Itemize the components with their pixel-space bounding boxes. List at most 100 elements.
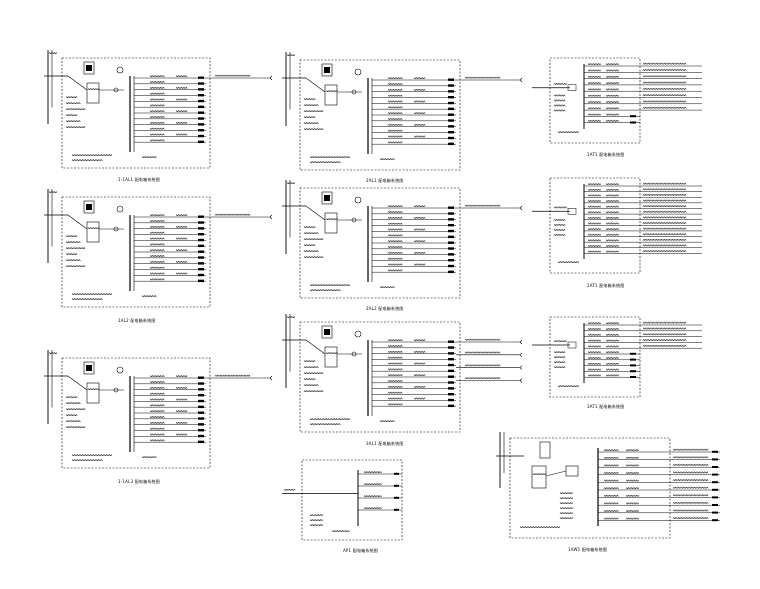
footnote-mark [309,288,341,292]
bottom-note [141,294,157,298]
feeder-label [642,193,687,197]
branch-tag [448,363,454,367]
branch-tag [394,496,399,499]
branch-tag [198,423,204,426]
incoming-label [283,488,296,492]
branch-label [605,106,620,110]
feeder-label [464,364,501,367]
annotation [559,491,574,495]
link [305,205,326,221]
branch-label [413,76,426,80]
branch-tag [198,256,204,259]
breaker-label [532,472,547,476]
branch-label [587,94,602,98]
arrow-tip [519,352,523,356]
branch-tag [394,508,399,511]
branch-tag [448,340,454,343]
annotation [303,255,324,259]
branch-tag [198,105,204,109]
arrow-tip [519,365,523,368]
branch-label [175,213,188,217]
branch-tag [198,123,204,126]
feeder-tag [712,519,718,522]
branch-label [605,244,620,248]
branch-label [587,69,602,72]
branch-tag [448,398,454,402]
branch-tag [630,352,636,355]
main-switch [567,84,577,91]
branch-label [175,86,188,90]
annotation [559,516,574,520]
branch-label [149,380,165,384]
branch-label [175,374,188,378]
annotation [303,225,316,229]
indicator-lamp [354,68,362,76]
branch-label [603,471,619,475]
branch-tag [198,388,204,391]
branch-label [413,362,426,365]
branch-label [587,368,602,371]
branch-label [149,127,165,131]
branch-label [387,106,403,109]
branch-label [387,269,403,272]
branch-tag [448,84,454,87]
branch-label [387,100,403,103]
branch-label [387,210,403,214]
branch-label [149,92,165,96]
link [67,214,88,230]
annotation [553,109,566,112]
feeder-label [672,471,709,474]
branch-tag [448,131,454,134]
meter-box [321,63,333,77]
branch-tag [198,376,204,379]
branch-label [587,244,602,248]
panel-border-p4 [299,59,461,171]
footnote-mark [71,292,113,296]
annotation [303,121,319,125]
branch-label [387,263,403,266]
incoming-label [553,206,568,209]
branch-label [605,210,620,214]
branch-label [413,263,426,266]
annotation [65,419,81,423]
branch-label [149,109,165,113]
annotation [303,365,319,369]
feeder-tag [712,473,718,476]
caption-p7: AP1 配电箱系统图 [343,548,378,553]
branch-label [605,321,620,325]
caption-p3: 1-1AL3 配电箱系统图 [118,479,160,484]
incoming-label [553,82,568,86]
panel-border-p10 [549,316,641,398]
feeder-tag [712,466,718,468]
branch-tag [198,82,204,85]
branch-label [587,100,602,104]
branch-label [605,339,620,342]
branch-label [605,216,620,220]
branch-label [625,471,640,475]
feeder-label [464,376,501,380]
branch-label [387,362,403,365]
annotation [303,115,316,119]
caption-p11: 1AW1 配电箱系统图 [568,547,608,552]
meter-box [83,200,95,214]
branch-tag [448,235,454,239]
branch-label [387,234,403,237]
arrow-tip [519,77,523,81]
branch-label [175,121,188,125]
branch-label [175,433,188,436]
meter-fill [86,204,92,210]
caption-p8: 1AT1 配电箱系统图 [587,152,625,157]
branch-label [149,248,165,252]
annotation [553,104,566,107]
indicator-lamp [116,66,124,74]
branch-label [175,272,188,275]
feeder-label [672,501,709,505]
branch-label [387,76,403,80]
branch-label [387,216,403,220]
branch-tag [448,212,454,215]
branch-label [587,250,602,253]
branch-tag [448,96,454,99]
branch-label [175,98,188,101]
feeder-label [642,188,687,191]
branch-tag [198,417,204,420]
